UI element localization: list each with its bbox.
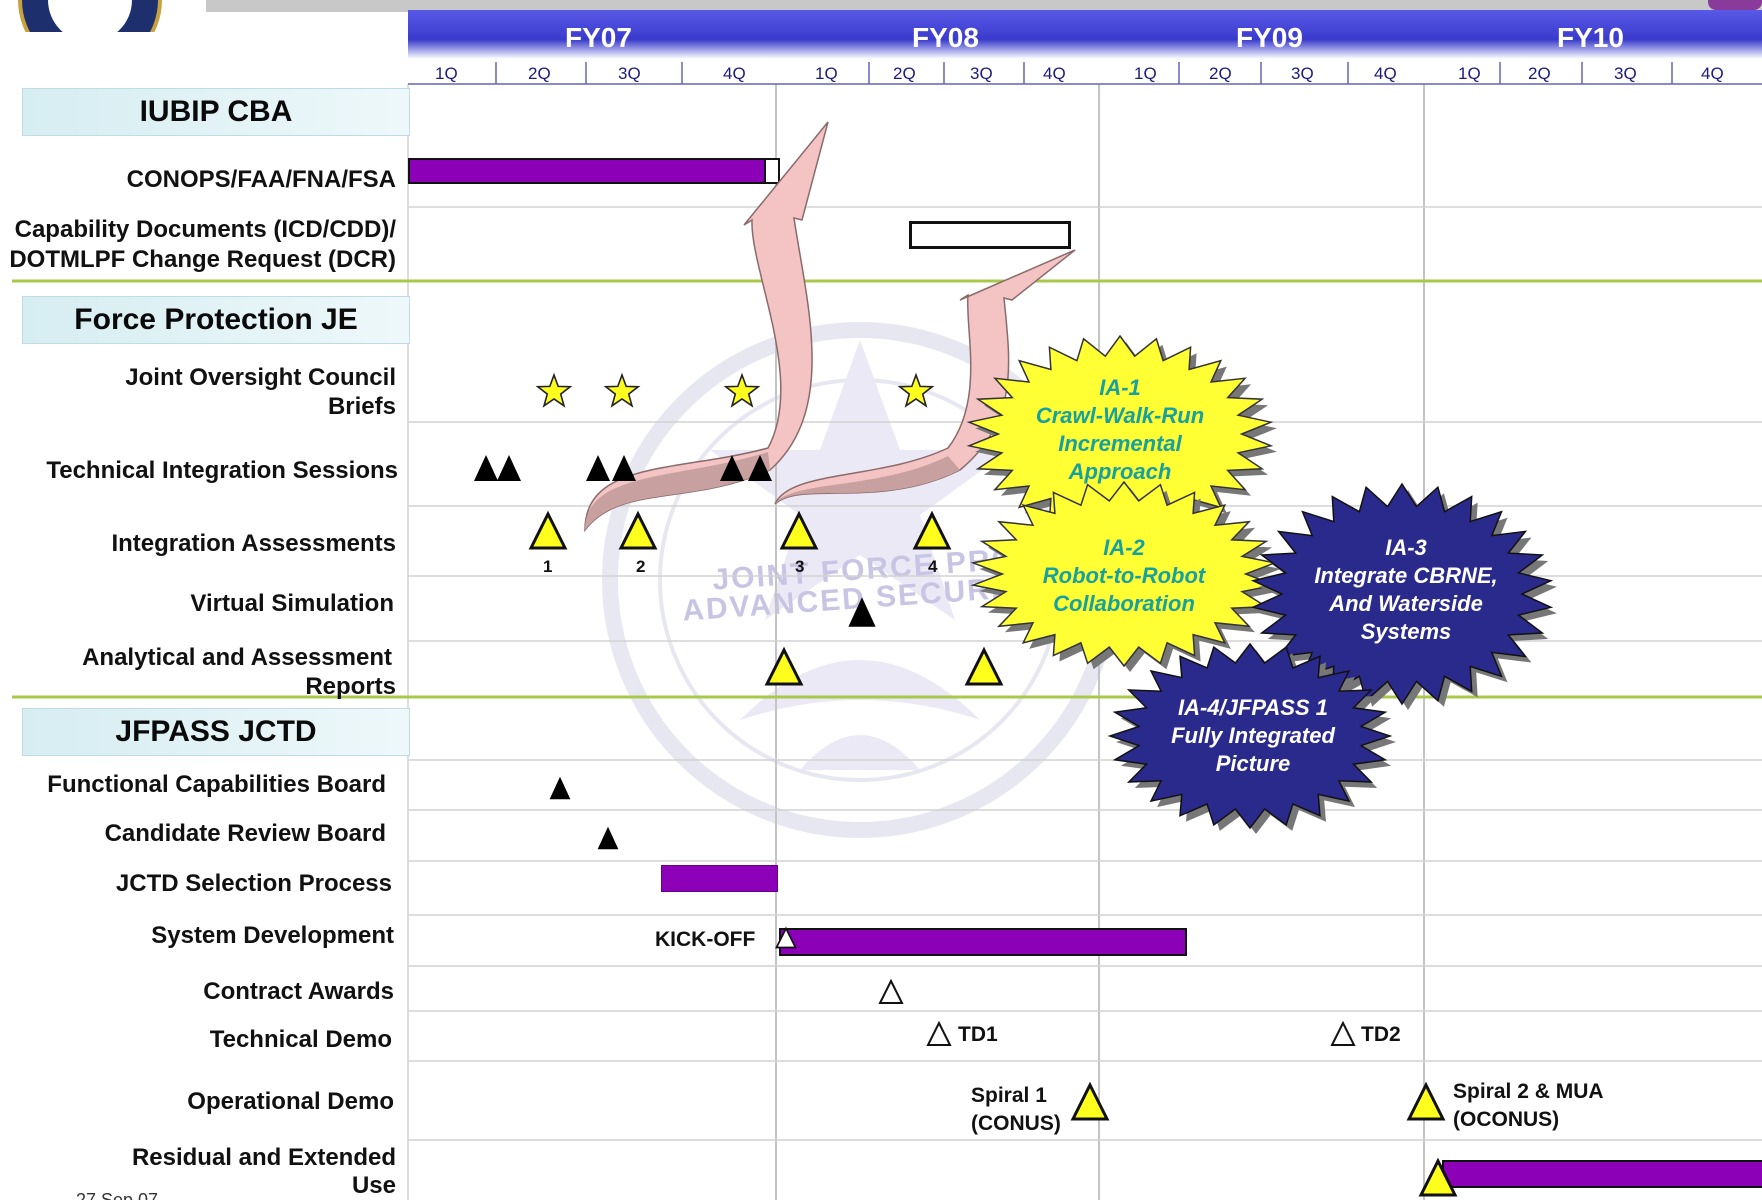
row-label-jsp: JCTD Selection Process — [115, 870, 392, 897]
row-label-capability-1: Capability Documents (ICD/CDD)/ — [14, 216, 396, 243]
section-header-jfpass: JFPASS JCTD — [22, 708, 410, 756]
fy-label-10: FY10 — [1557, 22, 1624, 53]
ia-number-2: 2 — [636, 557, 646, 576]
quarter-label: 2Q — [893, 64, 916, 83]
fy-label-09: FY09 — [1236, 22, 1303, 53]
burst-ia3 — [1250, 482, 1557, 710]
curved-arrow-2 — [774, 249, 1076, 505]
section-header-iubip: IUBIP CBA — [22, 88, 410, 136]
row-label-vs: Virtual Simulation — [190, 590, 394, 617]
row-label-ca: Contract Awards — [203, 978, 394, 1005]
fy-label-07: FY07 — [565, 22, 632, 53]
timeline-header-band — [408, 10, 1762, 84]
quarter-label: 2Q — [1528, 64, 1551, 83]
quarter-label: 3Q — [1291, 64, 1314, 83]
corner-logo — [1708, 0, 1762, 10]
row-label-joc-2: Briefs — [327, 393, 396, 420]
quarter-label: 3Q — [970, 64, 993, 83]
dod-seal-logo — [18, 0, 162, 32]
burst-ia1 — [966, 334, 1277, 538]
row-label-aar-2: Reports — [305, 673, 396, 700]
quarter-label: 3Q — [618, 64, 641, 83]
burst-ia4 — [1107, 642, 1396, 834]
burst-ia2-text: IA-2 Robot-to-Robot Collaboration — [1042, 535, 1206, 616]
ia-number-1: 1 — [543, 557, 553, 576]
bar-conops — [408, 158, 768, 184]
row-label-capability-2: DOTMLPF Change Request (DCR) — [9, 246, 396, 273]
burst-ia3-text: IA-3 Integrate CBRNE, And Waterside Syst… — [1314, 535, 1498, 644]
burst-ia1-text: IA-1 Crawl-Walk-Run Incremental Approach — [1035, 375, 1205, 484]
fy-label-08: FY08 — [912, 22, 979, 53]
row-label-td: Technical Demo — [209, 1026, 392, 1053]
spiral2-label-2: (OCONUS) — [1453, 1108, 1560, 1131]
quarter-label: 2Q — [528, 64, 551, 83]
quarter-label: 3Q — [1614, 64, 1637, 83]
spiral1-label-2: (CONUS) — [971, 1112, 1061, 1135]
burst-ia4-text: IA-4/JFPASS 1 Fully Integrated Picture — [1171, 695, 1335, 776]
td2-label: TD2 — [1361, 1023, 1401, 1046]
ia-number-3: 3 — [795, 557, 805, 576]
quarter-label: 1Q — [1458, 64, 1481, 83]
bar-system-development — [779, 928, 1187, 956]
row-label-crb: Candidate Review Board — [104, 820, 386, 847]
spiral2-label-1: Spiral 2 & MUA — [1453, 1080, 1604, 1103]
row-label-aar-1: Analytical and Assessment — [82, 644, 392, 671]
row-label-conops: CONOPS/FAA/FNA/FSA — [126, 166, 396, 193]
kickoff-label: KICK-OFF — [655, 928, 756, 951]
quarter-label: 1Q — [435, 64, 458, 83]
bar-conops-end — [764, 158, 780, 184]
row-label-od: Operational Demo — [187, 1088, 394, 1115]
td1-label: TD1 — [958, 1023, 998, 1046]
row-label-fcb: Functional Capabilities Board — [47, 771, 386, 798]
row-label-tis: Technical Integration Sessions — [46, 457, 398, 484]
quarter-label: 1Q — [815, 64, 838, 83]
quarter-label: 4Q — [1701, 64, 1724, 83]
row-label-reu-2: Use — [351, 1172, 396, 1199]
footer-date: 27 Sep 07 — [76, 1190, 159, 1200]
spiral1-label-1: Spiral 1 — [971, 1084, 1047, 1107]
ia-number-4: 4 — [928, 557, 938, 576]
row-label-joc-1: Joint Oversight Council — [125, 364, 396, 391]
row-label-sd: System Development — [151, 922, 394, 949]
bar-capability-docs — [909, 221, 1071, 249]
quarter-label: 1Q — [1134, 64, 1157, 83]
curved-arrow-1 — [584, 121, 829, 533]
bar-residual-use — [1442, 1160, 1762, 1188]
top-gray-strip — [206, 0, 1762, 12]
section-header-force-protection: Force Protection JE — [22, 296, 410, 344]
quarter-label: 4Q — [1374, 64, 1397, 83]
quarter-label: 4Q — [1043, 64, 1066, 83]
row-label-ia: Integration Assessments — [111, 530, 396, 557]
burst-ia2 — [970, 480, 1281, 672]
quarter-label: 4Q — [723, 64, 746, 83]
bar-jctd-selection — [661, 865, 778, 892]
quarter-label: 2Q — [1209, 64, 1232, 83]
row-label-reu-1: Residual and Extended — [131, 1144, 396, 1171]
